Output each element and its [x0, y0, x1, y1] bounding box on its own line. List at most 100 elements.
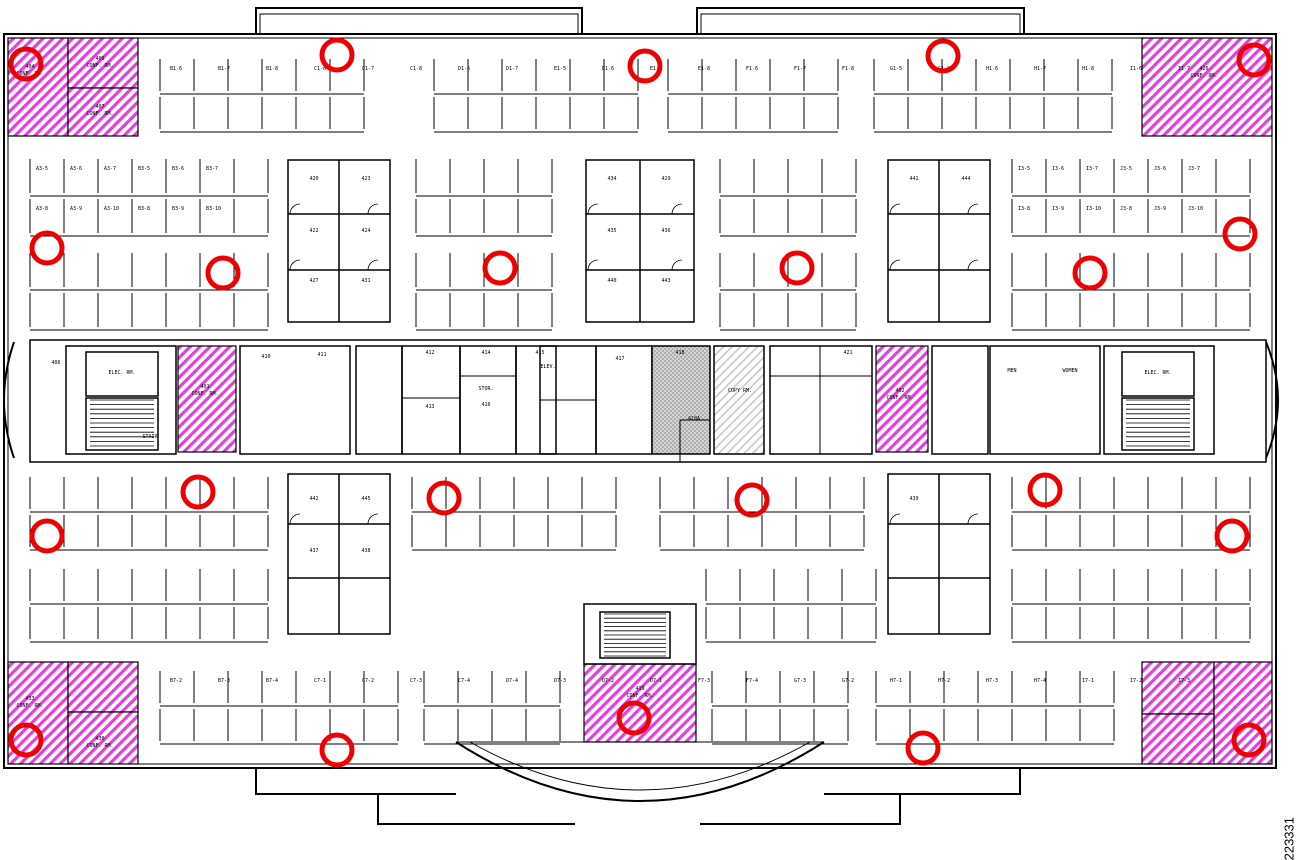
building-shell — [3, 7, 1279, 825]
core-room-label: 415 — [535, 350, 544, 356]
room-type: CONF. RM. — [86, 111, 113, 117]
door-swing — [289, 259, 301, 271]
cubicle-label: I3-9 — [1052, 206, 1064, 212]
cubicle-label: H7-3 — [986, 678, 998, 684]
building-core — [29, 339, 1267, 463]
cubicle-label: I3-5 — [1018, 166, 1030, 172]
cubicle-label: I7-2 — [1130, 678, 1142, 684]
core-room-label: WOMEN — [1062, 368, 1077, 374]
cubicle-label: J3-8 — [1120, 206, 1132, 212]
access-point-markers — [8, 37, 1272, 768]
door-swing — [967, 203, 979, 215]
office-number: 440 — [607, 278, 616, 284]
cubicle-label: A3-5 — [36, 166, 48, 172]
cubicle-label: C7-3 — [410, 678, 422, 684]
office-number: 431 — [361, 278, 370, 284]
room-type: CONF. RM. — [16, 71, 43, 77]
cubicle-label: I1-7 — [1178, 66, 1190, 72]
cubicle-label: A3-6 — [70, 166, 82, 172]
office-number: 441 — [909, 176, 918, 182]
cubicle-label: I7-1 — [1082, 678, 1094, 684]
office-number: 420 — [309, 176, 318, 182]
door-swing — [367, 203, 379, 215]
room-number: 409 — [95, 56, 104, 62]
cubicle-label: C1-7 — [362, 66, 374, 72]
cubicle-label: C7-1 — [314, 678, 326, 684]
cubicle-label: B7-4 — [266, 678, 278, 684]
core-room-label: ELEC. RM. — [108, 370, 135, 376]
core-room-label: 418 — [675, 350, 684, 356]
access-point-marker — [29, 230, 65, 266]
room-type: CONF. RM. — [191, 391, 218, 397]
office-number: 444 — [961, 176, 970, 182]
cubicle-label: B3-5 — [138, 166, 150, 172]
cubicle-label: J3-7 — [1188, 166, 1200, 172]
access-point-marker — [1231, 722, 1267, 758]
cubicle-workstations — [29, 59, 1251, 745]
cubicle-label: F1-7 — [794, 66, 806, 72]
cubicle-label: C7-2 — [362, 678, 374, 684]
access-point-marker — [426, 480, 462, 516]
core-room-label: STAIR — [142, 434, 158, 440]
core-room-label: COPY RM. — [728, 388, 752, 394]
access-point-marker — [29, 518, 65, 554]
access-point-marker — [482, 250, 518, 286]
cubicle-label: B7-3 — [218, 678, 230, 684]
room-type: CONF. RM. — [1190, 73, 1217, 79]
core-room-label: 418A — [688, 416, 700, 422]
core-room-label: 416 — [481, 402, 490, 408]
access-point-marker — [1222, 216, 1258, 252]
conf-room-nw-b — [67, 37, 139, 89]
cubicle-label: H1-8 — [1082, 66, 1094, 72]
access-point-marker — [627, 48, 663, 84]
door-swing — [967, 513, 979, 525]
core-room-label: 417 — [615, 356, 624, 362]
cubicle-label: J3-9 — [1154, 206, 1166, 212]
office-number: 443 — [661, 278, 670, 284]
cubicle-label: F1-6 — [746, 66, 758, 72]
cubicle-label: I3-8 — [1018, 206, 1030, 212]
cubicle-label: B1-8 — [266, 66, 278, 72]
cubicle-label: C1-8 — [410, 66, 422, 72]
room-number: 401 — [200, 384, 209, 390]
cubicle-label: E1-7 — [650, 66, 662, 72]
door-swing — [289, 513, 301, 525]
core-room-label: MEN — [1007, 368, 1016, 374]
core-room-label: 421 — [843, 350, 852, 356]
stairs — [90, 399, 1190, 657]
cubicle-label: B3-10 — [206, 206, 221, 212]
door-swing — [671, 259, 683, 271]
room-number: 404 — [25, 64, 34, 70]
access-point-marker — [8, 722, 44, 758]
core-room-label: ELEV. — [540, 364, 555, 370]
cubicle-label: D1-7 — [506, 66, 518, 72]
cubicle-label: B3-6 — [172, 166, 184, 172]
access-point-marker — [1027, 472, 1063, 508]
cubicle-label: D7-3 — [554, 678, 566, 684]
office-blocks — [287, 159, 991, 635]
room-number: 419 — [635, 686, 644, 692]
cubicle-label: I1-6 — [1130, 66, 1142, 72]
access-point-marker — [180, 474, 216, 510]
cubicle-label: E1-5 — [554, 66, 566, 72]
room-number: 407 — [95, 104, 104, 110]
office-number: 442 — [309, 496, 318, 502]
door-swing — [967, 259, 979, 271]
core-room-label: 414 — [481, 350, 490, 356]
conf-room-ne — [1141, 37, 1273, 137]
core-room-label: 410 — [261, 354, 270, 360]
cubicle-label: A3-9 — [70, 206, 82, 212]
cubicle-label: A3-10 — [104, 206, 119, 212]
cubicle-label: H7-1 — [890, 678, 902, 684]
cubicle-label: I3-10 — [1086, 206, 1101, 212]
room-number: 402 — [895, 388, 904, 394]
conf-room-sw-b — [67, 661, 139, 713]
office-number: 438 — [361, 548, 370, 554]
room-number: 426 — [1199, 66, 1208, 72]
figure-number: 223331 — [1281, 817, 1296, 860]
core-room-label: STOR. — [478, 386, 493, 392]
door-swing — [889, 203, 901, 215]
south-stair — [583, 603, 697, 665]
cubicle-label: F7-4 — [746, 678, 758, 684]
